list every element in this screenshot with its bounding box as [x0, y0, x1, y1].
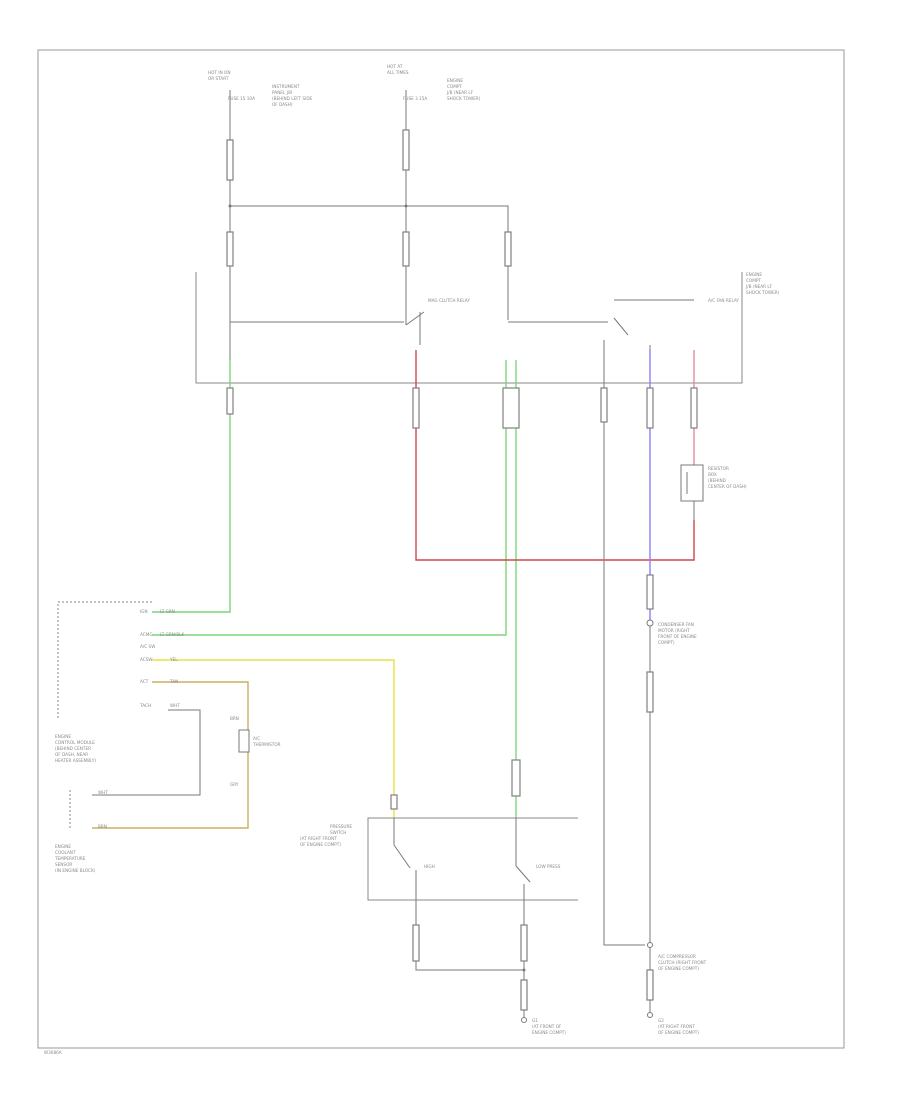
svg-text:THERMISTOR: THERMISTOR [252, 742, 281, 747]
svg-text:HOT IN ON: HOT IN ON [208, 70, 230, 75]
svg-text:G1: G1 [532, 1018, 538, 1023]
coolant-temp-sensor: WHT BRN ENGINE COOLANT TEMPERATURE SENSO… [54, 790, 108, 873]
power-wires [228, 90, 509, 330]
ground-g2: G2 (AT RIGHT FRONT OF ENGINE COMPT) [646, 969, 699, 1035]
svg-text:ENGINE: ENGINE [746, 272, 762, 277]
svg-text:GRY: GRY [230, 782, 239, 787]
power-wire-connectors [226, 129, 512, 267]
wire-blue [646, 350, 654, 620]
fuse-15-label: FUSE 15 10A INSTRUMENT PANEL J/B (BEHIND… [228, 84, 313, 107]
svg-text:A/C FAN RELAY: A/C FAN RELAY [708, 298, 739, 303]
svg-text:BRN: BRN [98, 824, 107, 829]
svg-text:CONDENSER FAN: CONDENSER FAN [658, 622, 694, 627]
svg-text:J/B (NEAR LF: J/B (NEAR LF [446, 90, 474, 95]
svg-text:BOX: BOX [708, 472, 717, 477]
fuse-3-label: FUSE 3 15A ENGINE COMPT J/B (NEAR LF SHO… [403, 78, 481, 101]
svg-text:ENGINE COMPT): ENGINE COMPT) [532, 1030, 566, 1035]
svg-text:YEL: YEL [169, 657, 178, 662]
svg-text:LT GRN: LT GRN [160, 609, 175, 614]
ground-g1: G1 (AT FRONT OF ENGINE COMPT) [521, 1017, 566, 1035]
svg-text:ENGINE: ENGINE [447, 78, 463, 83]
ac-thermistor: BRN A/C THERMISTOR GRY [92, 709, 281, 796]
svg-text:(BEHIND LEFT SIDE: (BEHIND LEFT SIDE [272, 96, 313, 101]
svg-text:G2: G2 [658, 1018, 664, 1023]
svg-text:ACSW: ACSW [140, 657, 153, 662]
svg-text:ALL TIMES: ALL TIMES [387, 70, 409, 75]
svg-text:SHOCK TOWER): SHOCK TOWER) [746, 290, 780, 295]
svg-text:COMPT: COMPT [746, 278, 761, 283]
svg-text:INSTRUMENT: INSTRUMENT [272, 84, 300, 89]
svg-text:OF ENGINE COMPT): OF ENGINE COMPT) [658, 1030, 699, 1035]
svg-text:(AT RIGHT FRONT: (AT RIGHT FRONT [300, 836, 337, 841]
svg-text:PANEL J/B: PANEL J/B [272, 90, 292, 95]
svg-text:CONTROL MODULE: CONTROL MODULE [55, 740, 95, 745]
svg-text:OF ENGINE COMPT): OF ENGINE COMPT) [658, 966, 699, 971]
svg-text:FUSE 15 10A: FUSE 15 10A [228, 96, 255, 101]
svg-text:WHT: WHT [98, 790, 108, 795]
svg-text:OF ENGINE COMPT): OF ENGINE COMPT) [300, 842, 341, 847]
svg-text:COMPT): COMPT) [658, 640, 675, 645]
svg-text:SHOCK TOWER): SHOCK TOWER) [447, 96, 481, 101]
svg-text:SENSOR: SENSOR [55, 862, 72, 867]
svg-text:CENTER OF DASH): CENTER OF DASH) [708, 484, 747, 489]
svg-text:PRESSURE: PRESSURE [330, 824, 352, 829]
svg-text:ENGINE: ENGINE [55, 734, 71, 739]
ecm: IGN LT GRN ACMG LT GRN/BLK A/C SW ACSW Y… [55, 601, 185, 763]
svg-text:ACT: ACT [140, 679, 149, 684]
svg-text:FRONT OF ENGINE: FRONT OF ENGINE [658, 634, 697, 639]
compressor-clutch: A/C COMPRESSOR CLUTCH (RIGHT FRONT OF EN… [647, 942, 707, 971]
svg-text:LOW PRESS: LOW PRESS [536, 864, 561, 869]
svg-text:HEATER ASSEMBLY): HEATER ASSEMBLY) [55, 758, 96, 763]
relay-box: ENGINE COMPT J/B (NEAR LF SHOCK TOWER) M… [195, 272, 780, 384]
svg-text:BRN: BRN [230, 716, 239, 721]
svg-text:WHT: WHT [170, 703, 180, 708]
svg-text:A/C SW: A/C SW [140, 644, 155, 649]
svg-text:LT GRN/BLK: LT GRN/BLK [160, 632, 185, 637]
svg-text:HOT AT: HOT AT [387, 64, 403, 69]
pressure-switch-outputs [412, 924, 528, 1011]
svg-text:A/C COMPRESSOR: A/C COMPRESSOR [658, 954, 696, 959]
wire-yellow [152, 659, 398, 818]
svg-text:(AT RIGHT FRONT: (AT RIGHT FRONT [658, 1024, 695, 1029]
svg-text:TACH: TACH [139, 703, 151, 708]
svg-text:HIGH: HIGH [424, 864, 435, 869]
svg-text:CLUTCH (RIGHT FRONT: CLUTCH (RIGHT FRONT [658, 960, 707, 965]
svg-text:FUSE 3 15A: FUSE 3 15A [403, 96, 427, 101]
svg-text:COMPT: COMPT [447, 84, 462, 89]
svg-text:SWITCH: SWITCH [330, 830, 346, 835]
svg-text:J/B (NEAR LF: J/B (NEAR LF [745, 284, 773, 289]
power-source-batt: HOT AT ALL TIMES [387, 64, 409, 75]
svg-text:(BEHIND CENTER: (BEHIND CENTER [55, 746, 91, 751]
svg-text:RESISTOR: RESISTOR [708, 466, 729, 471]
ac-fan-relay: A/C FAN RELAY [508, 298, 739, 383]
svg-text:ACMG: ACMG [140, 632, 153, 637]
svg-text:MOTOR (RIGHT: MOTOR (RIGHT [658, 628, 690, 633]
svg-text:(AT FRONT OF: (AT FRONT OF [532, 1024, 562, 1029]
svg-text:MAG CLUTCH RELAY: MAG CLUTCH RELAY [428, 298, 470, 303]
svg-text:OR START: OR START [208, 76, 229, 81]
diagram-frame [37, 49, 845, 1049]
wire-tan [92, 681, 249, 829]
svg-text:COOLANT: COOLANT [55, 850, 76, 855]
wire-black-compressor [600, 383, 645, 946]
wire-green-ign [152, 360, 234, 613]
svg-text:(IN ENGINE BLOCK): (IN ENGINE BLOCK) [55, 868, 96, 873]
svg-text:TAN: TAN [169, 679, 178, 684]
svg-text:A/C: A/C [253, 736, 260, 741]
pressure-switch: PRESSURE SWITCH (AT RIGHT FRONT OF ENGIN… [300, 817, 578, 1020]
mag-clutch-relay: MAG CLUTCH RELAY [229, 298, 470, 380]
svg-text:OF DASH): OF DASH) [272, 102, 293, 107]
resistor-box: RESISTOR BOX (BEHIND CENTER OF DASH) [680, 464, 747, 520]
svg-text:IGN: IGN [140, 609, 148, 614]
svg-text:OF DASH, NEAR: OF DASH, NEAR [55, 752, 88, 757]
wire-green-acmg [152, 360, 521, 818]
diagram-id: W3086A [44, 1050, 62, 1055]
svg-text:(BEHIND: (BEHIND [708, 478, 726, 483]
wire-pink [690, 350, 698, 465]
svg-text:TEMPERATURE: TEMPERATURE [54, 856, 86, 861]
wire-red [412, 350, 695, 561]
power-source-ign: HOT IN ON OR START [208, 70, 230, 81]
svg-text:ENGINE: ENGINE [55, 844, 71, 849]
